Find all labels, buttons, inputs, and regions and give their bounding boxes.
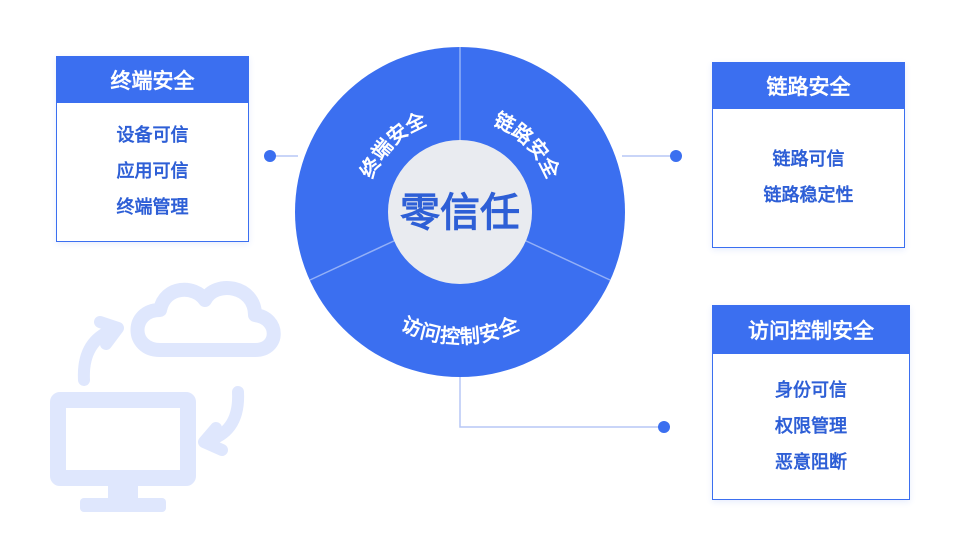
- endpoint-item: 设备可信: [116, 125, 189, 146]
- endpoint-item: 终端管理: [116, 197, 189, 218]
- access-item: 权限管理: [775, 415, 847, 437]
- connector-endpoint: [264, 150, 298, 162]
- connector-access: [459, 370, 670, 433]
- access-item: 身份可信: [775, 379, 847, 401]
- computer-monitor-icon: [50, 392, 196, 512]
- endpoint-security-card: 终端安全 设备可信 应用可信 终端管理: [56, 56, 249, 242]
- access-item: 恶意阻断: [775, 451, 847, 473]
- link-item: 链路稳定性: [763, 185, 854, 206]
- ring-dividers: [309, 47, 611, 281]
- access-control-card-title: 访问控制安全: [713, 306, 909, 354]
- link-security-card-title: 链路安全: [713, 63, 904, 109]
- access-control-card: 访问控制安全 身份可信 权限管理 恶意阻断: [712, 305, 910, 500]
- sync-arrows-icon: [77, 316, 245, 456]
- cloud-icon: [130, 281, 281, 357]
- endpoint-item: 应用可信: [116, 161, 189, 182]
- endpoint-security-card-title: 终端安全: [57, 57, 248, 103]
- connector-link: [622, 150, 682, 162]
- link-item: 链路可信: [772, 149, 845, 170]
- center-circle: [388, 140, 532, 284]
- link-security-card: 链路安全 链路可信 链路稳定性: [712, 62, 905, 248]
- center-label: 零信任: [400, 190, 520, 236]
